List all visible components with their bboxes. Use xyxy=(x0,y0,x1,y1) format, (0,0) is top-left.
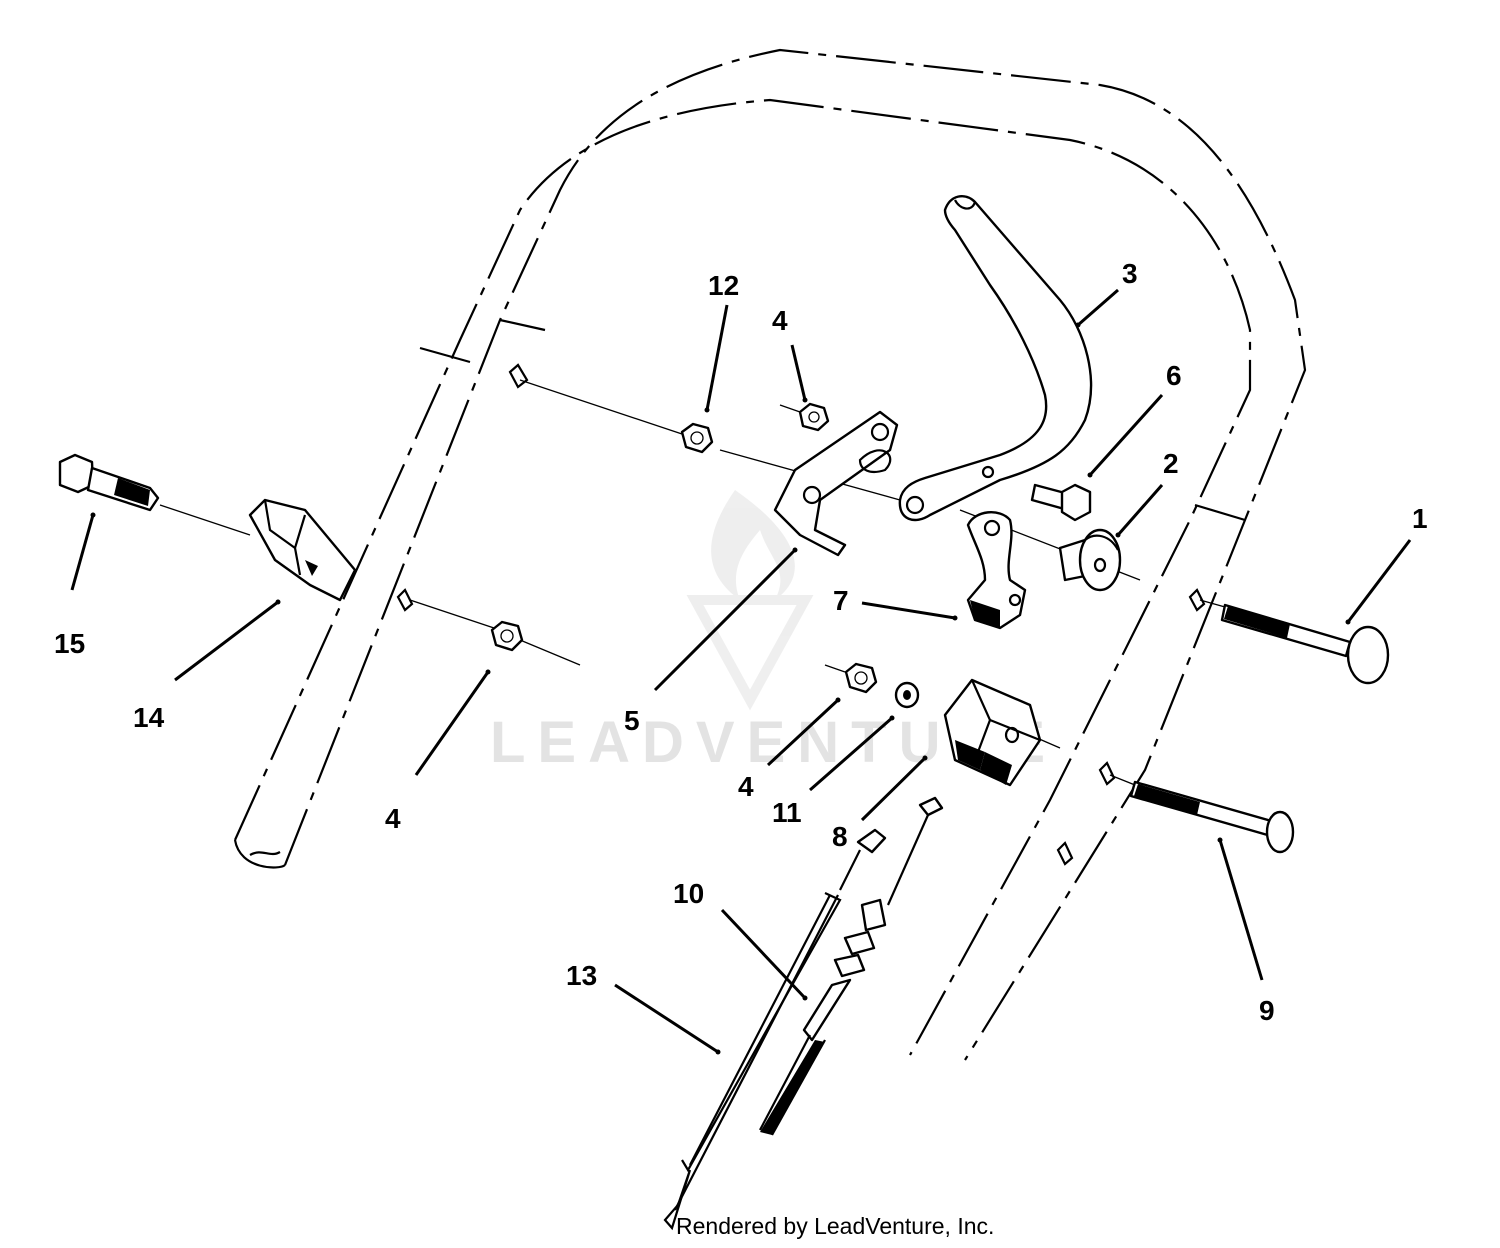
callout-4-top: 4 xyxy=(772,305,788,336)
part-7-trigger[interactable] xyxy=(966,511,1027,630)
leader-12 xyxy=(704,304,729,413)
part-12-flange-nut[interactable] xyxy=(680,422,714,454)
part-10-cable-adjuster[interactable] xyxy=(759,814,930,1136)
leader-14 xyxy=(174,599,281,682)
callout-14: 14 xyxy=(133,702,165,733)
part-3-control-lever[interactable] xyxy=(898,194,1093,522)
part-1-carriage-bolt[interactable] xyxy=(1220,603,1390,685)
callout-4-left: 4 xyxy=(385,803,401,834)
leader-9 xyxy=(1217,837,1264,981)
callout-15: 15 xyxy=(54,628,85,659)
leader-2 xyxy=(1115,484,1164,538)
handle-tube xyxy=(233,48,1307,1061)
leader-6 xyxy=(1087,393,1164,478)
leader-13 xyxy=(614,983,721,1055)
callout-4-mid: 4 xyxy=(738,771,754,802)
part-14-cable-guide[interactable] xyxy=(248,498,357,602)
hole-markers xyxy=(396,363,1206,866)
part-6-hex-bolt[interactable] xyxy=(1030,483,1092,522)
callout-8: 8 xyxy=(832,821,848,852)
part-2-knob[interactable] xyxy=(1058,528,1122,592)
callout-12: 12 xyxy=(708,270,739,301)
callout-7: 7 xyxy=(833,585,849,616)
part-9-carriage-bolt[interactable] xyxy=(1129,780,1295,854)
leader-8 xyxy=(860,755,928,822)
part-8-cable-clamp[interactable] xyxy=(943,678,1042,787)
leader-11 xyxy=(809,715,895,792)
callout-6: 6 xyxy=(1166,360,1182,391)
part-8-cable-fitting[interactable] xyxy=(856,796,944,854)
leader-4-top xyxy=(790,344,808,403)
leader-5 xyxy=(653,547,798,692)
leader-lines xyxy=(70,288,1412,1055)
callout-5: 5 xyxy=(624,705,640,736)
leader-15 xyxy=(70,512,96,591)
callout-3: 3 xyxy=(1122,258,1138,289)
part-5-bracket[interactable] xyxy=(773,410,899,557)
part-15-hex-bolt[interactable] xyxy=(58,453,160,512)
callout-11: 11 xyxy=(772,797,802,828)
part-11-washer[interactable] xyxy=(894,681,920,709)
part-13-cable[interactable] xyxy=(663,849,861,1231)
callout-2: 2 xyxy=(1163,448,1179,479)
callout-1: 1 xyxy=(1412,503,1428,534)
credit-line: Rendered by LeadVenture, Inc. xyxy=(676,1213,994,1239)
callout-labels: 1 2 3 4 4 4 5 6 7 8 9 10 11 12 13 14 15 xyxy=(54,258,1428,1026)
callout-13: 13 xyxy=(566,960,597,991)
leader-3 xyxy=(1075,288,1119,328)
part-4-hex-nut-left[interactable] xyxy=(490,620,524,652)
leader-4-left xyxy=(414,669,491,776)
callout-9: 9 xyxy=(1259,995,1275,1026)
part-4-hex-nut-top[interactable] xyxy=(798,402,830,432)
watermark-logo-icon xyxy=(686,490,814,711)
leader-4-mid xyxy=(766,697,841,767)
part-4-hex-nut-mid[interactable] xyxy=(844,662,878,694)
leader-7 xyxy=(861,601,958,621)
leader-10 xyxy=(720,908,808,1001)
leader-1 xyxy=(1345,539,1412,625)
callout-10: 10 xyxy=(673,878,704,909)
